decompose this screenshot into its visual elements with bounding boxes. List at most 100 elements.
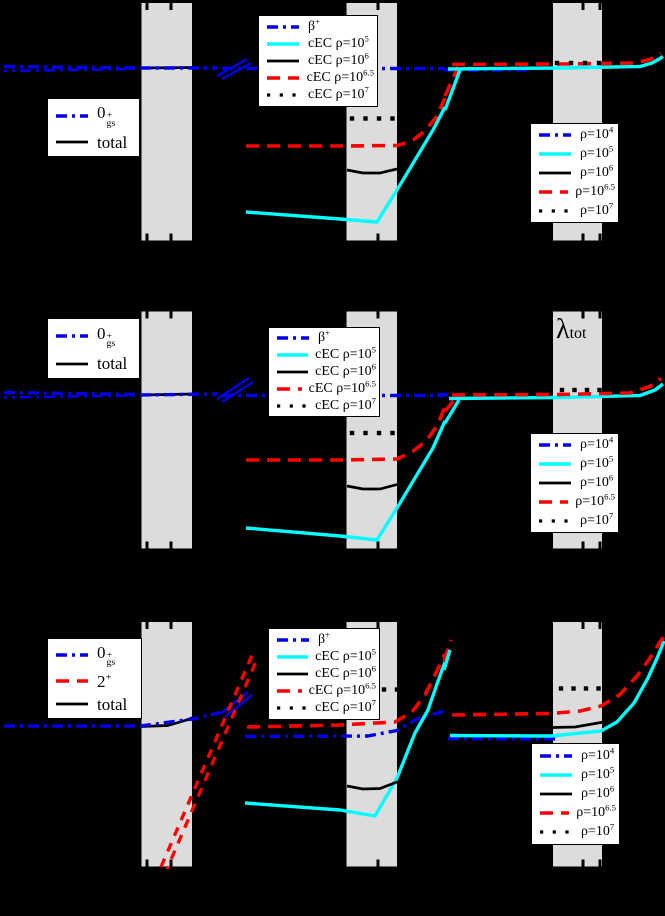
legend-label: total	[97, 354, 128, 374]
row1-left-gs-0plus-lower	[3, 67, 139, 73]
legend-swatch-blue_dashdot	[540, 753, 572, 758]
row2-right-enter-cyan	[443, 399, 461, 424]
row1-mid-cEC-rho1e7-dots	[349, 116, 355, 121]
row1-right-rho1e7-dots	[554, 60, 560, 66]
legend-swatch-cyan_solid	[267, 42, 299, 46]
legend-label: ρ=107	[580, 199, 614, 218]
legend-swatch-black_dotted	[267, 93, 299, 97]
row3-mid-cEC-rho1e6	[346, 780, 398, 791]
legend-label: total	[97, 694, 128, 714]
legend-swatch-blue_dashdot	[56, 113, 88, 118]
legend-entry: total	[54, 355, 136, 372]
lambda-tot-annotation: λtot	[556, 314, 586, 346]
axis-tick	[145, 622, 149, 629]
legend-swatch-blue_dashdot	[277, 637, 309, 642]
row1-right-rho1e7-dots	[582, 60, 588, 66]
row2-right-rho1e7-dots	[584, 387, 590, 393]
legend-swatch-black_solid	[267, 59, 299, 63]
axis-tick	[169, 233, 173, 241]
legend-entry: cEC ρ=105	[265, 33, 374, 51]
legend-label: 0+gs	[97, 643, 116, 669]
shaded-band	[141, 311, 192, 549]
legend-swatch-blue_dashdot	[539, 443, 571, 448]
legend-label: ρ=105	[581, 764, 615, 782]
row1-mid-cEC-rho1e7-dots	[376, 116, 382, 121]
row1-right-rho1e5	[447, 55, 664, 71]
legend-label: cEC ρ=106.5	[308, 378, 376, 396]
row2-right-rho1e7-dots	[597, 387, 602, 393]
legend-entry: cEC ρ=105	[275, 647, 376, 664]
legend-label: ρ=106.5	[576, 802, 616, 821]
legend-row1-left: 0+gs total	[47, 98, 140, 157]
legend-label: 0+gs	[97, 103, 116, 129]
row2-mid-cEC-rho1e6p5	[246, 406, 447, 462]
legend-swatch-red_dashed	[277, 689, 302, 693]
legend-swatch-black_solid	[277, 672, 309, 676]
row3-mid-cEC-rho1e5	[244, 661, 447, 818]
axis-tick	[598, 541, 602, 549]
legend-swatch-red_dashed	[277, 386, 302, 391]
legend-label: cEC ρ=107	[308, 84, 369, 103]
legend-swatch-blue_dashdot	[56, 334, 88, 338]
row2-left-edge-break-b	[221, 380, 254, 404]
legend-label: β+	[318, 628, 331, 647]
row2-right-enter-red	[443, 395, 459, 413]
row1-left-edge-break-b	[221, 61, 252, 81]
row3-mid-cEC-rho1e6p5	[246, 653, 447, 729]
legend-swatch-black_solid	[56, 362, 88, 366]
shaded-band	[141, 622, 192, 867]
legend-label: cEC ρ=107	[315, 394, 376, 413]
legend-label: cEC ρ=105	[308, 33, 369, 51]
axis-tick	[145, 859, 149, 867]
legend-entry: cEC ρ=107	[275, 394, 376, 413]
lambda-subscript: tot	[569, 325, 587, 342]
legend-swatch-blue_dashdot	[267, 24, 299, 29]
legend-entry: ρ=106	[537, 163, 615, 180]
row2-mid-cEC-rho1e5	[245, 420, 447, 542]
legend-entry: ρ=106.5	[537, 492, 615, 509]
axis-tick	[598, 859, 602, 867]
legend-entry: ρ=105	[537, 144, 615, 161]
legend-entry: 0+gs	[54, 325, 136, 349]
legend-label-supsub: +gs	[106, 650, 116, 669]
legend-swatch-blue_dashdot	[539, 133, 571, 138]
legend-entry: β+	[265, 17, 374, 34]
legend-label-supsub: +gs	[106, 110, 116, 129]
axis-tick	[169, 622, 173, 629]
row3-right-rho1e7-dots	[571, 686, 576, 691]
axis-tick	[376, 311, 380, 319]
row3-right-enter-cyan	[442, 649, 452, 671]
row1-mid-cEC-rho1e5	[245, 106, 447, 224]
legend-label: 2+	[97, 671, 112, 691]
legend-entry: cEC ρ=107	[275, 698, 376, 715]
legend-entry: ρ=107	[537, 199, 615, 218]
axis-tick	[598, 3, 602, 10]
axis-tick	[169, 859, 173, 867]
axis-tick	[581, 311, 585, 319]
legend-swatch-red_dashed	[540, 811, 570, 815]
legend-swatch-black_solid	[540, 792, 572, 796]
row3-right-rho1e7-dots	[583, 686, 589, 691]
row3-left-edge-break-b	[224, 694, 253, 718]
legend-label: ρ=104	[581, 744, 615, 763]
axis-tick	[145, 311, 149, 319]
row3-left-edge-break-a	[219, 691, 249, 715]
row3-right-rho1e5	[449, 640, 665, 738]
row1-right-enter-red	[443, 66, 460, 97]
legend-label: ρ=104	[580, 434, 614, 453]
legend-swatch-black_dotted	[540, 830, 572, 834]
row2-right-rho1e5	[448, 382, 665, 401]
legend-entry: total	[54, 134, 136, 151]
axis-tick	[581, 541, 585, 549]
legend-swatch-red_dashed	[56, 679, 88, 684]
row3-mid-cEC-rho1e7-dots	[394, 687, 400, 692]
legend-label: cEC ρ=106.5	[306, 67, 374, 86]
legend-entry: 0+gs	[54, 643, 138, 669]
row3-left-two-plus-b	[165, 656, 260, 870]
